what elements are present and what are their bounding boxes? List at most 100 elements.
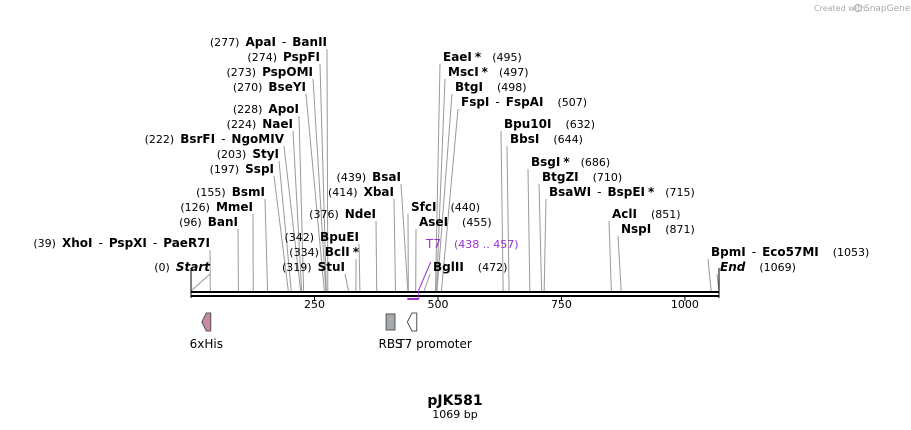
site-position-label: (334)	[289, 246, 319, 259]
credit-text: Created with	[814, 4, 865, 13]
site-position-label: (495)	[492, 51, 522, 64]
site-position-label: (1069)	[759, 261, 796, 274]
leader-apai	[326, 48, 329, 292]
site-position-label: (126)	[180, 201, 210, 214]
feature-label: RBS	[379, 337, 403, 351]
enzyme-name: BsmI	[232, 185, 265, 199]
enzyme-name: BsaI	[372, 170, 401, 184]
feature-rbs-box	[385, 313, 396, 331]
site-position-label: (0)	[154, 261, 170, 274]
site-bani: (96)BanI	[179, 215, 238, 229]
site-position-label: (319)	[282, 261, 312, 274]
leader-bsgi	[527, 168, 531, 292]
name-separator: -	[752, 245, 756, 259]
site-position-label: (224)	[227, 118, 257, 131]
site-pspfi: (274)PspFI	[247, 50, 320, 64]
enzyme-name: BtgI	[455, 80, 483, 94]
ruler-tick-label: 1000	[671, 298, 699, 311]
leader-styi	[278, 160, 292, 292]
leader-bsrfi	[283, 145, 302, 292]
site-xbai: (414)XbaI	[328, 185, 394, 199]
enzyme-name: BsrFI	[180, 132, 215, 146]
enzyme-name: PspXI	[109, 236, 147, 250]
enzyme-name: PspFI	[283, 50, 320, 64]
enzyme-name: BglII	[433, 260, 464, 274]
site-sspi: (197)SspI	[210, 162, 274, 176]
site-position-label: (155)	[196, 186, 226, 199]
leader-bsawi	[543, 198, 547, 292]
enzyme-name: StuI	[318, 260, 345, 274]
enzyme-name: SfcI	[411, 200, 436, 214]
site-end: End(1069)	[720, 260, 796, 274]
name-separator: -	[221, 132, 225, 146]
enzyme-name: BseYI	[268, 80, 306, 94]
enzyme-name: Bpu10I	[504, 117, 551, 131]
enzyme-name: NaeI	[262, 117, 293, 131]
site-position-label: (710)	[593, 171, 623, 184]
site-position-label: (197)	[210, 163, 240, 176]
enzyme-name: BsgI	[531, 155, 560, 169]
site-apai: (277)ApaI-BanII	[210, 35, 327, 49]
leader-xbai	[393, 198, 396, 292]
site-position-label: (376)	[309, 208, 339, 221]
primer-name: T7	[425, 237, 441, 251]
site-nspi: NspI(871)	[621, 222, 695, 236]
site-position-label: (270)	[233, 81, 263, 94]
ruler-tick-label: 750	[551, 298, 572, 311]
site-bseyi: (270) BseYI	[233, 80, 306, 94]
enzyme-name: Start	[176, 260, 211, 274]
leader-bseyi	[305, 93, 325, 292]
site-position-label: (203)	[217, 148, 247, 161]
site-bsrfi: (222)BsrFI-NgoMIV	[145, 132, 285, 146]
enzyme-name: BclI	[325, 245, 350, 259]
leader-pspfi	[319, 63, 327, 292]
site-ndei: (376)NdeI	[309, 207, 376, 221]
leader-btgi	[436, 93, 453, 292]
site-styi: (203)StyI	[217, 147, 279, 161]
star-activity-marker: *	[353, 245, 360, 259]
enzyme-name: BspEI	[607, 185, 645, 199]
leader-naei	[292, 130, 303, 292]
enzyme-name: ApoI	[268, 102, 299, 116]
ruler-tick-label: 250	[304, 298, 325, 311]
enzyme-name: XhoI	[62, 236, 93, 250]
site-labels: (0)Start(39)XhoI-PspXI-PaeR7I(96)BanI(12…	[33, 35, 869, 274]
site-bpu10i: Bpu10I(632)	[504, 117, 595, 131]
name-separator: -	[597, 185, 601, 199]
leader-fspi	[440, 108, 459, 292]
leader-btgzi	[538, 183, 543, 292]
name-separator: -	[495, 95, 499, 109]
enzyme-name: BpuEI	[320, 230, 359, 244]
leader-bpu10i	[500, 130, 504, 292]
site-position-label: (871)	[665, 223, 695, 236]
leader-apoi	[298, 115, 305, 292]
leader-pspomi	[312, 78, 327, 292]
site-position-label: (1053)	[833, 246, 870, 259]
enzyme-name: XbaI	[364, 185, 394, 199]
site-fspi: FspI-FspAI(507)	[461, 95, 587, 109]
site-position-label: (472)	[478, 261, 508, 274]
site-position-label: (455)	[462, 216, 492, 229]
name-separator: -	[99, 236, 103, 250]
site-bsawi: BsaWI-BspEI*(715)	[549, 185, 695, 199]
site-position-label: (686)	[581, 156, 611, 169]
primer-range: (438 .. 457)	[454, 238, 519, 251]
leader-bpmi	[707, 258, 712, 292]
site-msci: MscI*(497)	[448, 65, 529, 79]
leader-nspi	[617, 235, 622, 292]
star-activity-marker: *	[563, 155, 570, 169]
leader-ndei	[375, 220, 378, 292]
site-btgi: BtgI(498)	[455, 80, 527, 94]
leader-bsai	[400, 183, 409, 292]
feature-label: T7 promoter	[396, 337, 472, 351]
site-bbsi: BbsI(644)	[510, 132, 583, 146]
site-position-label: (222)	[145, 133, 175, 146]
site-bpmi: BpmI-Eco57MI(1053)	[711, 245, 869, 259]
site-position-label: (228)	[233, 103, 263, 116]
enzyme-name: PspOMI	[262, 65, 313, 79]
feature-6xhis-arrow	[201, 312, 212, 332]
site-mmei: (126)MmeI	[180, 200, 253, 214]
